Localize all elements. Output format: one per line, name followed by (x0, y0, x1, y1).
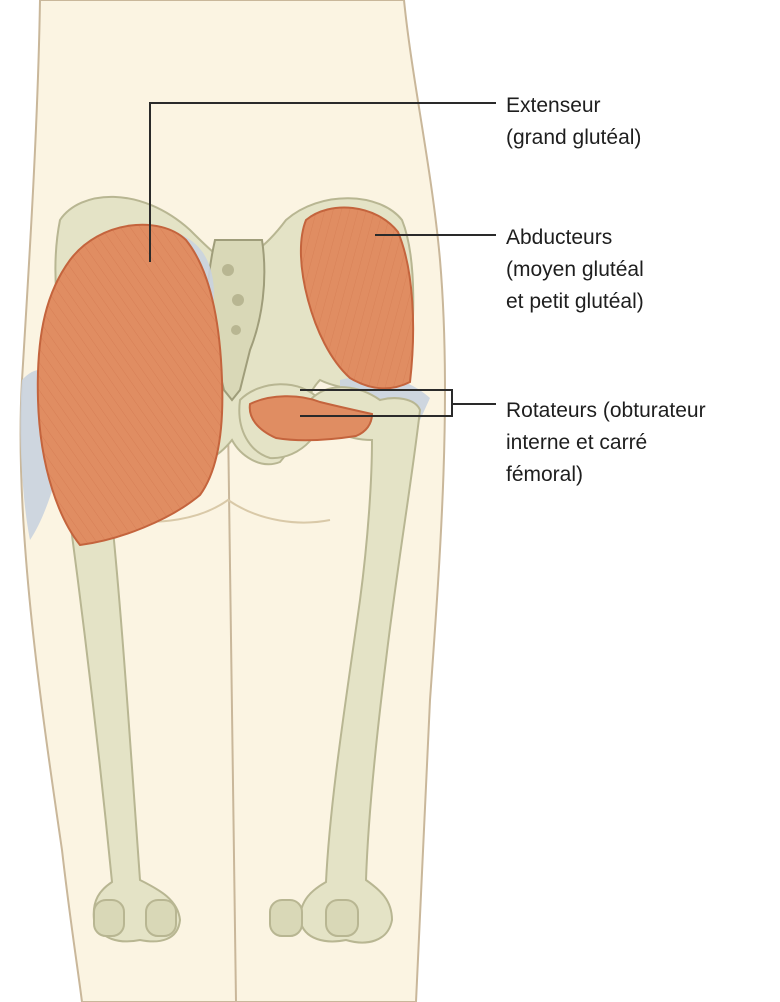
extensor-label-line-2: (grand glutéal) (506, 122, 641, 154)
abductors-label-line-3: et petit glutéal) (506, 286, 644, 318)
extensor-label-line-1: Extenseur (506, 90, 641, 122)
abductors-label: Abducteurs (moyen glutéal et petit gluté… (506, 222, 644, 318)
rotators-label: Rotateurs (obturateur interne et carré f… (506, 395, 706, 491)
rotators-label-line-1: Rotateurs (obturateur (506, 395, 706, 427)
gluteus-maximus-muscle (38, 225, 223, 545)
rotators-label-line-3: fémoral) (506, 459, 706, 491)
rotators-label-line-2: interne et carré (506, 427, 706, 459)
abductors-label-line-1: Abducteurs (506, 222, 644, 254)
abductors-label-line-2: (moyen glutéal (506, 254, 644, 286)
extensor-label: Extenseur (grand glutéal) (506, 90, 641, 154)
